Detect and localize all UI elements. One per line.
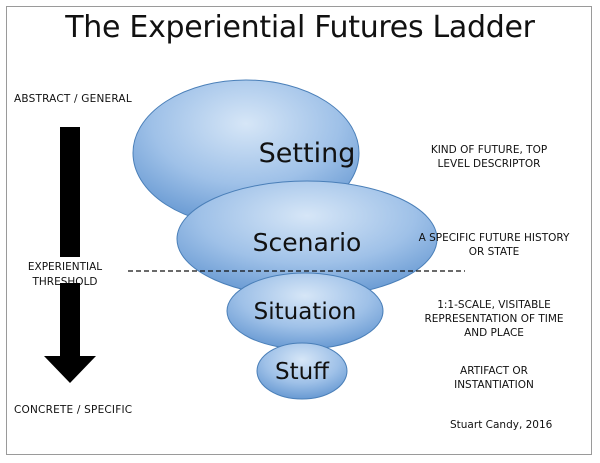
rung-label-scenario: Scenario <box>253 228 362 257</box>
figure-frame <box>6 6 592 455</box>
setting-description-line: LEVEL DESCRIPTOR <box>437 158 541 170</box>
situation-description-line: AND PLACE <box>464 327 524 339</box>
down-arrow-icon <box>44 127 96 383</box>
stuff-description-line: INSTANTIATION <box>454 379 534 391</box>
setting-description-line: KIND OF FUTURE, TOP <box>430 144 548 156</box>
credit: Stuart Candy, 2016 <box>450 419 553 431</box>
scenario-description-line: A SPECIFIC FUTURE HISTORY <box>418 232 570 244</box>
stuff-description: ARTIFACT OR INSTANTIATION <box>404 364 584 392</box>
stuff-description-line: ARTIFACT OR <box>460 365 528 377</box>
threshold-label-line-2: THRESHOLD <box>32 276 98 288</box>
threshold-label: EXPERIENTIAL THRESHOLD <box>0 260 130 290</box>
threshold-label-line-1: EXPERIENTIAL <box>27 261 103 273</box>
scenario-description-line: OR STATE <box>468 246 520 258</box>
diagram-title: The Experiential Futures Ladder <box>65 10 535 45</box>
situation-description-line: 1:1-SCALE, VISITABLE <box>437 299 551 311</box>
situation-description: 1:1-SCALE, VISITABLE REPRESENTATION OF T… <box>404 298 584 340</box>
stuff-ellipse <box>256 342 348 400</box>
top-axis-label: ABSTRACT / GENERAL <box>14 93 132 105</box>
rung-label-setting: Setting <box>259 138 356 169</box>
rung-label-situation: Situation <box>254 299 357 325</box>
rung-label-stuff: Stuff <box>275 359 330 385</box>
setting-description: KIND OF FUTURE, TOP LEVEL DESCRIPTOR <box>404 143 574 171</box>
scenario-description: A SPECIFIC FUTURE HISTORY OR STATE <box>404 231 584 259</box>
bottom-axis-label: CONCRETE / SPECIFIC <box>14 404 133 416</box>
situation-description-line: REPRESENTATION OF TIME <box>424 313 564 325</box>
